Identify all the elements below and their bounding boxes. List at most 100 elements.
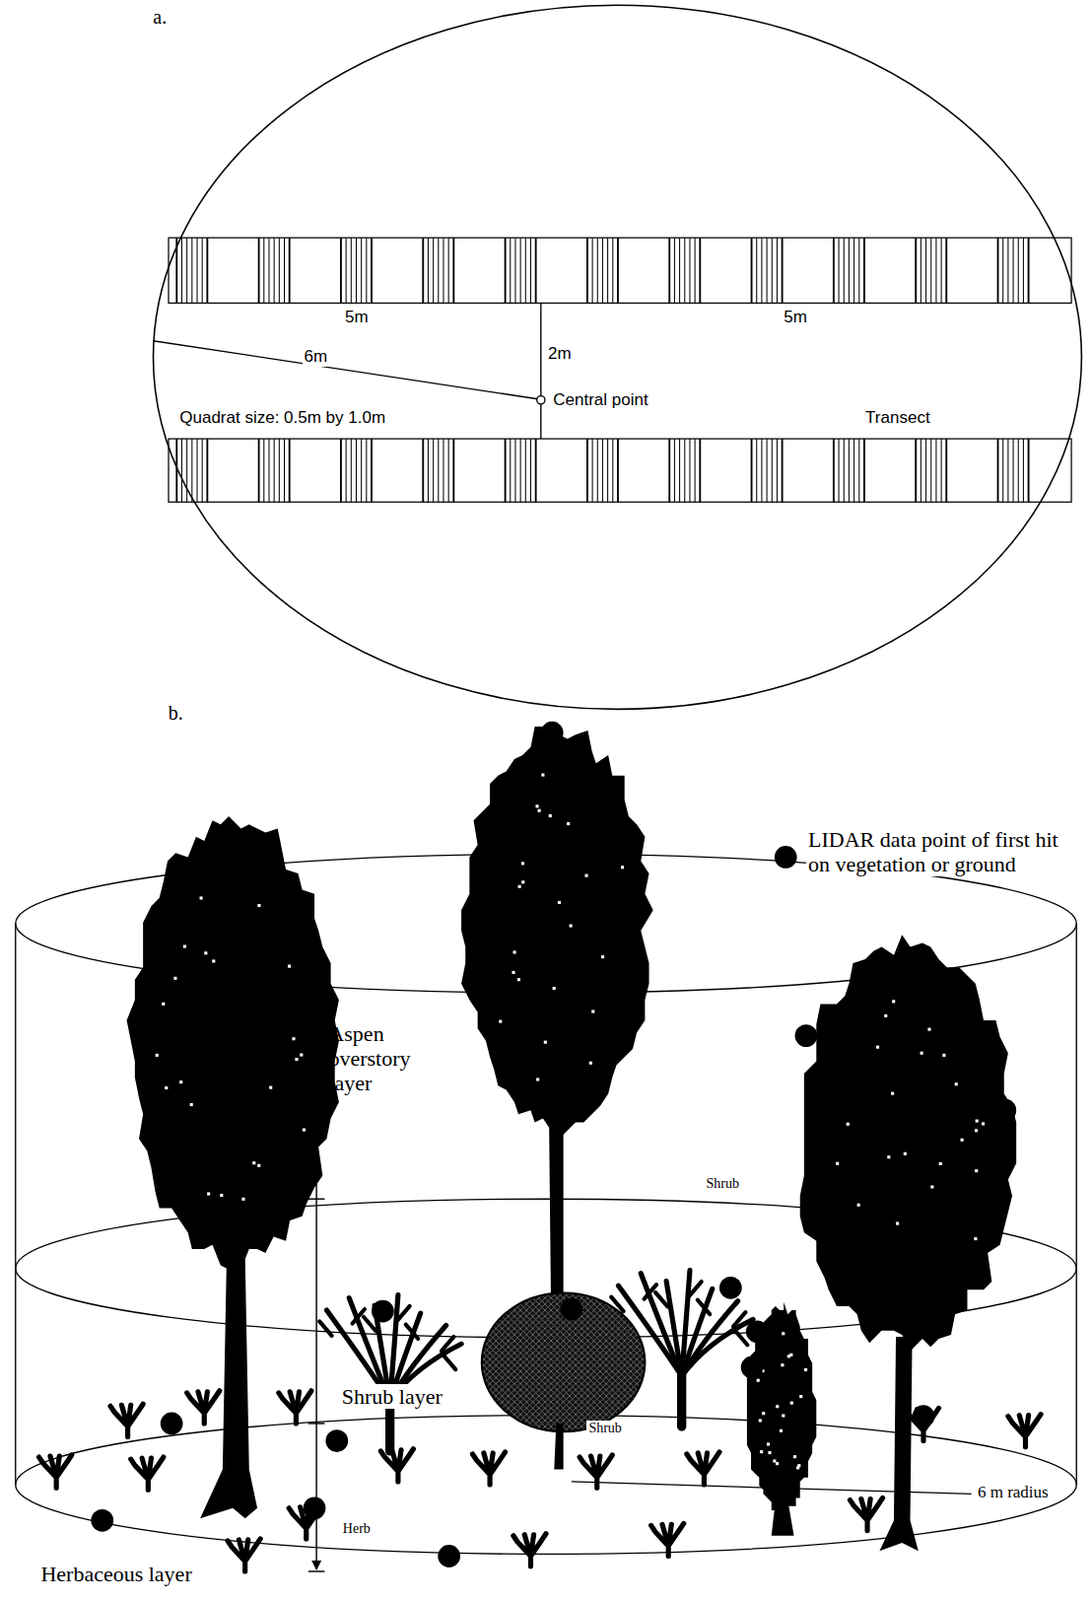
point-label: Central point [552,390,648,410]
quadrat-stroke [688,438,690,502]
shrub-twig [688,1281,701,1296]
quadrat-stroke [370,237,373,303]
crown-speckle [294,1057,298,1061]
tree-trunk [548,1122,563,1317]
quadrat-stroke [504,237,507,303]
quadrat-stroke [452,438,455,502]
quadrat-stroke [592,438,594,502]
quadrat-stroke [1018,237,1020,303]
lidar-point [325,1429,348,1452]
quadrat-stroke [421,438,424,502]
crown-speckle [535,804,539,808]
shrub-twig [735,1330,748,1345]
crown-speckle [975,1118,979,1122]
quadrat-stroke [597,237,599,303]
quadrat-stroke [766,237,768,303]
crown-speckle [511,970,515,974]
transect-strip [168,438,1072,502]
crown-speckle [521,880,525,884]
crown-speckle [291,1036,295,1040]
quadrat-stroke [679,438,681,502]
shrub-twig [611,1296,623,1311]
crown-speckle [767,1450,771,1454]
quadrat-stroke [181,237,183,303]
crown-speckle [955,1082,958,1086]
quadrat-stroke [853,237,855,303]
lidar-point [303,1496,327,1519]
lidar-point [746,1319,769,1343]
crown-speckle [518,885,522,888]
quadrat-stroke [750,438,753,502]
aspen-tree [461,726,654,1316]
quadrat-stroke [930,438,932,502]
central-point [537,396,546,405]
note-label: Quadrat size: 0.5m by 1.0m [179,408,386,428]
quadrat-stroke [442,438,444,502]
quadrat-stroke [781,438,784,502]
crown-speckle [269,1086,273,1090]
herb-plant [513,1533,546,1567]
quadrat-stroke [843,237,845,303]
quadrat-stroke [586,438,589,502]
crown-speckle [513,950,517,954]
quadrat-stroke [442,237,444,303]
crown-speckle [536,1077,540,1081]
quadrat-stroke [205,438,208,502]
quadrat-stroke [848,237,850,303]
tree-crown [127,816,340,1270]
quadrat-stroke [1018,438,1020,502]
quadrat-stroke [1002,438,1004,502]
shrub-branch [666,1281,683,1376]
crown-speckle [552,986,556,990]
quadrat-stroke [258,438,261,502]
quadrat-stroke [1007,438,1009,502]
legend-note: LIDAR data point of first hit on vegetat… [806,826,1087,878]
crown-speckle [942,1053,946,1057]
quadrat-stroke [288,438,291,502]
crown-speckle [835,1161,839,1165]
crown-speckle [584,874,588,878]
lidar-point [299,983,323,1007]
quadrat-stroke [750,237,753,303]
crown-speckle [793,1454,797,1458]
quadrat-stroke [448,237,450,303]
herb-plant [110,1403,143,1436]
dimension-label: 6m [302,346,331,367]
quadrat-stroke [175,438,178,502]
tree-crown [461,726,654,1139]
plot-layout [152,4,1082,709]
quadrat-stroke [196,438,198,502]
cylinder-side [14,923,16,1485]
transect-label: Transect [865,408,931,428]
crown-speckle [589,1061,593,1065]
crown-speckle [164,1086,168,1090]
lidar-point [258,840,281,864]
crown-speckle [601,955,605,958]
quadrat-stroke [616,438,619,502]
quadrat-stroke [278,438,280,502]
crown-speckle [569,924,573,928]
branching-shrub [611,1270,753,1427]
crown-speckle [521,861,525,865]
crown-speckle [548,814,552,818]
quadrat-stroke [360,438,362,502]
lidar-point [906,978,930,1002]
quadrat-stroke [848,438,850,502]
crown-speckle [772,1458,776,1462]
quadrat-stroke [1002,237,1004,303]
quadrat-stroke [930,237,932,303]
quadrat-stroke [452,237,455,303]
quadrat-stroke [760,237,762,303]
herb-plant [579,1454,613,1488]
quadrat-stroke [535,237,538,303]
shrub-twig [697,1299,710,1314]
aspen-tree [127,816,340,1518]
quadrat-stroke [838,438,840,502]
branching-shrub [319,1295,462,1451]
crown-speckle [766,1441,770,1445]
crown-speckle [544,1040,547,1044]
quadrat-stroke [612,237,614,303]
quadrat-stroke [268,237,270,303]
lidar-point [541,721,564,745]
